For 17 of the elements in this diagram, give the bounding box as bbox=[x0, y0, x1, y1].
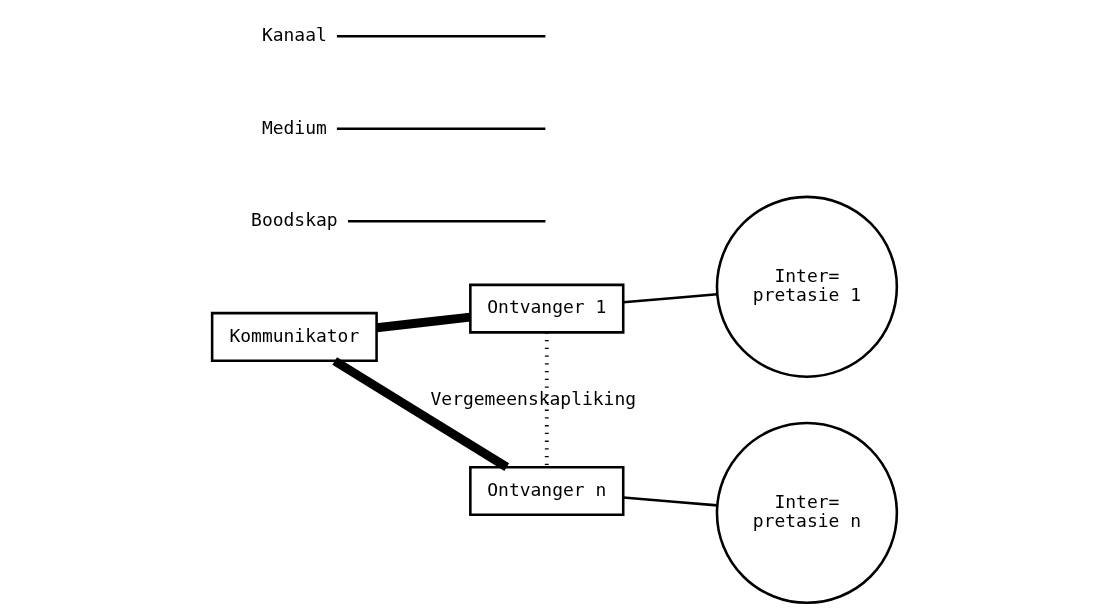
node-box: Ontvanger n bbox=[469, 466, 625, 517]
node-box: Kommunikator bbox=[210, 311, 378, 362]
connector bbox=[623, 293, 718, 304]
node-text: Medium bbox=[261, 116, 327, 138]
connector bbox=[336, 35, 546, 38]
connector bbox=[348, 220, 546, 223]
node-box: Ontvanger 1 bbox=[469, 283, 625, 334]
node-text: Kanaal bbox=[261, 24, 327, 46]
connector bbox=[332, 357, 510, 471]
node-text: Boodskap bbox=[251, 209, 338, 231]
connector bbox=[376, 312, 471, 333]
edge-label: Vergemeenskapliking bbox=[430, 387, 637, 409]
node-circle: Inter= pretasie 1 bbox=[715, 195, 899, 379]
node-circle: Inter= pretasie n bbox=[715, 421, 899, 605]
connector bbox=[623, 496, 718, 507]
connector bbox=[336, 127, 546, 131]
connector bbox=[544, 332, 549, 468]
